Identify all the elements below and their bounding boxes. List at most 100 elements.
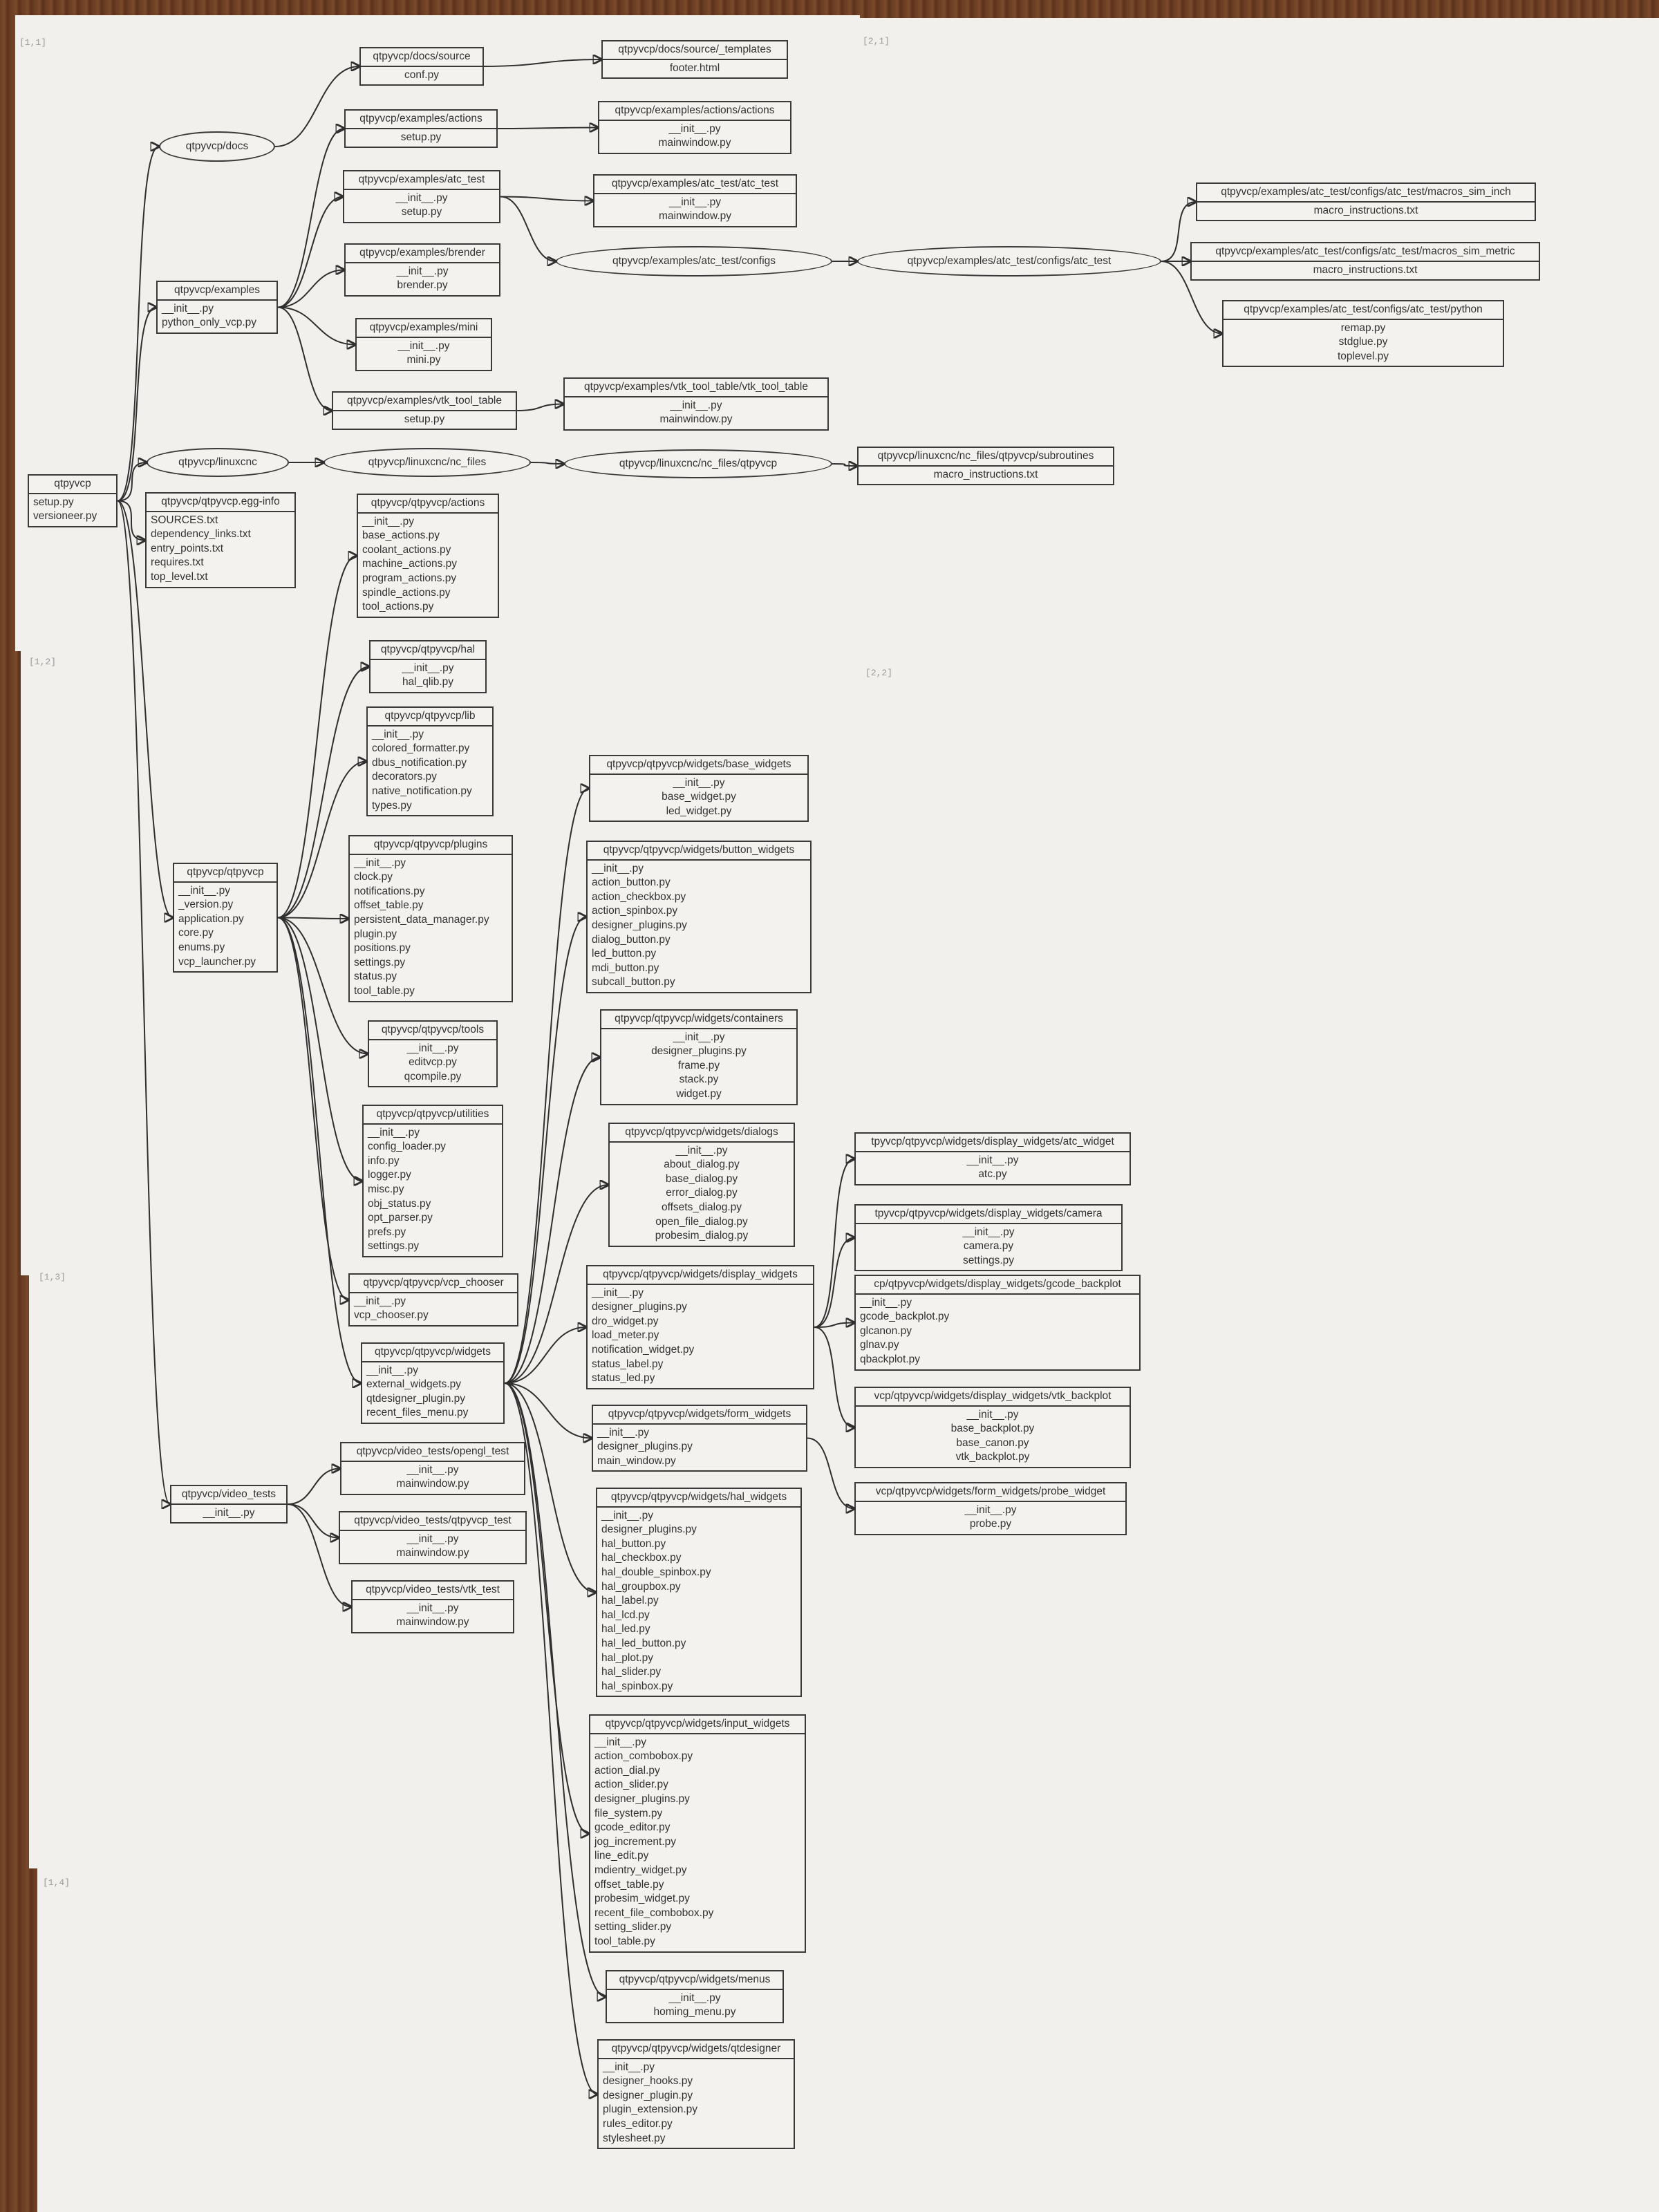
package-title: qtpyvcp/examples/brender xyxy=(346,245,499,263)
file-entry: hal_spinbox.py xyxy=(601,1680,673,1692)
file-entry: SOURCES.txt xyxy=(151,514,218,526)
package-title: qtpyvcp/examples/atc_test/configs/atc_te… xyxy=(1197,184,1535,203)
file-entry: coolant_actions.py xyxy=(362,543,451,556)
file-entry: led_button.py xyxy=(592,948,657,960)
file-entry: hal_lcd.py xyxy=(601,1609,650,1621)
file-entry: types.py xyxy=(372,799,412,812)
file-entry: __init__.py xyxy=(395,191,448,204)
package-title: qtpyvcp/qtpyvcp/utilities xyxy=(364,1106,502,1125)
file-entry: widget.py xyxy=(676,1087,722,1100)
file-entry: gcode_backplot.py xyxy=(860,1311,950,1323)
file-entry: __init__.py xyxy=(668,122,721,135)
file-entry: macro_instructions.txt xyxy=(933,468,1038,480)
package-title: qtpyvcp/video_tests/qtpyvcp_test xyxy=(340,1512,525,1531)
file-entry: __init__.py xyxy=(406,1602,459,1614)
package-title: cp/qtpyvcp/widgets/display_widgets/gcode… xyxy=(856,1276,1139,1295)
file-entry: setup.py xyxy=(401,206,442,218)
package-title: vcp/qtpyvcp/widgets/form_widgets/probe_w… xyxy=(856,1483,1125,1502)
package-node-w-hal: qtpyvcp/qtpyvcp/widgets/hal_widgets__ini… xyxy=(596,1488,802,1698)
file-entry: notifications.py xyxy=(354,885,425,897)
package-node-vt-qtpyvcp: qtpyvcp/video_tests/qtpyvcp_test__init__… xyxy=(339,1511,527,1564)
file-entry: __init__.py xyxy=(592,1286,644,1299)
file-entry: machine_actions.py xyxy=(362,558,457,570)
file-entry: notification_widget.py xyxy=(592,1343,695,1356)
file-entry: about_dialog.py xyxy=(664,1159,740,1171)
file-entry: action_combobox.py xyxy=(594,1750,693,1763)
package-title: qtpyvcp/qtpyvcp/widgets xyxy=(362,1344,503,1362)
file-entry: mainwindow.py xyxy=(396,1547,469,1559)
file-list: macro_instructions.txt xyxy=(1192,262,1539,280)
file-entry: __init__.py xyxy=(368,1126,420,1138)
package-title: qtpyvcp/video_tests/vtk_test xyxy=(353,1582,513,1600)
file-entry: brender.py xyxy=(397,279,448,292)
file-entry: __init__.py xyxy=(601,1509,653,1521)
file-entry: entry_points.txt xyxy=(151,542,224,554)
file-entry: hal_led_button.py xyxy=(601,1637,686,1649)
file-entry: top_level.txt xyxy=(151,570,208,583)
file-entry: status.py xyxy=(354,971,397,983)
file-entry: spindle_actions.py xyxy=(362,586,451,599)
file-entry: camera.py xyxy=(963,1240,1014,1253)
package-title: qtpyvcp/linuxcnc/nc_files/qtpyvcp/subrou… xyxy=(859,448,1113,467)
sheet-label: [1,4] xyxy=(43,1877,71,1888)
file-entry: __init__.py xyxy=(668,1991,721,2004)
package-title: qtpyvcp/examples/atc_test/configs/atc_te… xyxy=(1224,301,1503,320)
directory-ellipse-e-nc-files: qtpyvcp/linuxcnc/nc_files xyxy=(324,448,531,477)
file-entry: settings.py xyxy=(354,956,406,968)
file-entry: mainwindow.py xyxy=(658,210,732,223)
file-entry: positions.py xyxy=(354,942,411,955)
file-entry: glcanon.py xyxy=(860,1324,912,1337)
file-entry: versioneer.py xyxy=(33,510,97,523)
package-title: qtpyvcp/qtpyvcp.egg-info xyxy=(147,494,294,512)
package-title: vcp/qtpyvcp/widgets/display_widgets/vtk_… xyxy=(856,1388,1130,1407)
sheet-label: [1,2] xyxy=(29,657,57,667)
file-list: setup.py xyxy=(346,129,496,147)
file-entry: __init__.py xyxy=(603,2061,655,2073)
paper-sheet-bottom-right xyxy=(860,1850,1659,2212)
package-title: qtpyvcp/qtpyvcp/hal xyxy=(371,641,485,660)
file-entry: action_button.py xyxy=(592,877,671,889)
file-entry: opt_parser.py xyxy=(368,1212,433,1224)
package-node-w-base: qtpyvcp/qtpyvcp/widgets/base_widgets__in… xyxy=(589,755,809,823)
package-node-w-qtdesigner: qtpyvcp/qtpyvcp/widgets/qtdesigner__init… xyxy=(597,2039,795,2150)
file-entry: colored_formatter.py xyxy=(372,742,470,755)
file-entry: hal_led.py xyxy=(601,1623,650,1635)
file-entry: __init__.py xyxy=(964,1503,1017,1516)
package-title: qtpyvcp/qtpyvcp/widgets/menus xyxy=(607,1971,782,1990)
package-node-w-menus: qtpyvcp/qtpyvcp/widgets/menus__init__.py… xyxy=(606,1970,784,2023)
file-entry: homing_menu.py xyxy=(653,2006,736,2018)
package-title: tpyvcp/qtpyvcp/widgets/display_widgets/a… xyxy=(856,1134,1130,1152)
package-node-w-form: qtpyvcp/qtpyvcp/widgets/form_widgets__in… xyxy=(592,1405,807,1472)
package-title: qtpyvcp/qtpyvcp/tools xyxy=(369,1022,496,1040)
package-title: qtpyvcp/qtpyvcp/widgets/dialogs xyxy=(610,1124,794,1143)
file-entry: designer_plugin.py xyxy=(603,2089,693,2101)
file-entry: hal_button.py xyxy=(601,1537,666,1550)
sheet-label: [1,3] xyxy=(39,1272,66,1282)
file-entry: frame.py xyxy=(677,1059,720,1071)
file-list: conf.py xyxy=(361,67,482,85)
file-entry: plugin.py xyxy=(354,928,397,940)
